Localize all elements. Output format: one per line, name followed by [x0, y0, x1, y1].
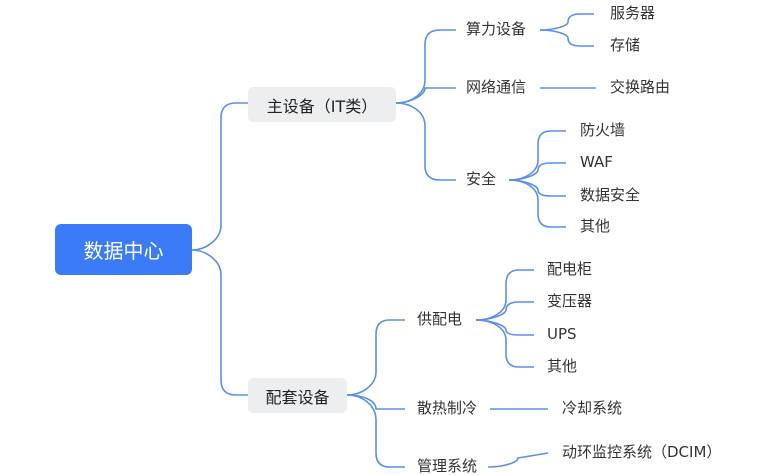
link-power-transformer	[475, 301, 534, 321]
link-power-other	[475, 319, 534, 368]
link-support-power	[346, 319, 405, 396]
node-compute[interactable]: 算力设备	[466, 20, 527, 38]
node-network[interactable]: 网络通信	[466, 78, 527, 96]
leaf-ups[interactable]: UPS	[547, 325, 577, 343]
node-support-device-label: 配套设备	[265, 387, 330, 407]
link-security-firewall	[508, 130, 566, 181]
link-root-main	[191, 102, 248, 251]
node-support-device[interactable]: 配套设备	[248, 378, 347, 413]
link-management-dcim	[487, 452, 549, 468]
leaf-power-other[interactable]: 其他	[547, 357, 578, 375]
leaf-waf[interactable]: WAF	[580, 153, 613, 171]
node-power[interactable]: 供配电	[417, 310, 463, 328]
link-main-compute	[395, 29, 456, 104]
node-main-device-label: 主设备（IT类）	[266, 96, 378, 116]
node-cooling[interactable]: 散热制冷	[417, 399, 478, 417]
link-main-network	[395, 87, 456, 104]
leaf-transformer[interactable]: 变压器	[547, 292, 593, 310]
root-node[interactable]: 数据中心	[55, 224, 192, 275]
link-support-management	[346, 394, 405, 468]
node-security[interactable]: 安全	[466, 170, 497, 188]
link-main-security	[395, 102, 456, 181]
link-compute-server	[539, 13, 594, 31]
leaf-dcim[interactable]: 动环监控系统（DCIM）	[562, 443, 722, 461]
node-management[interactable]: 管理系统	[417, 457, 478, 475]
leaf-cooling-system[interactable]: 冷却系统	[562, 399, 623, 417]
leaf-server[interactable]: 服务器	[610, 4, 656, 22]
link-security-waf	[508, 162, 566, 181]
leaf-switch-routing[interactable]: 交换路由	[610, 78, 671, 96]
root-label: 数据中心	[83, 239, 164, 263]
link-root-support	[191, 249, 248, 396]
leaf-storage[interactable]: 存储	[610, 36, 641, 54]
link-security-other	[508, 179, 566, 228]
leaf-data-security[interactable]: 数据安全	[580, 186, 641, 204]
link-compute-storage	[539, 29, 594, 47]
leaf-security-other[interactable]: 其他	[580, 217, 611, 235]
link-support-cooling	[346, 394, 405, 410]
leaf-firewall[interactable]: 防火墙	[580, 121, 626, 139]
link-power-cabinet	[475, 269, 534, 321]
node-main-device[interactable]: 主设备（IT类）	[248, 87, 396, 122]
leaf-distribution-cabinet[interactable]: 配电柜	[547, 260, 593, 278]
